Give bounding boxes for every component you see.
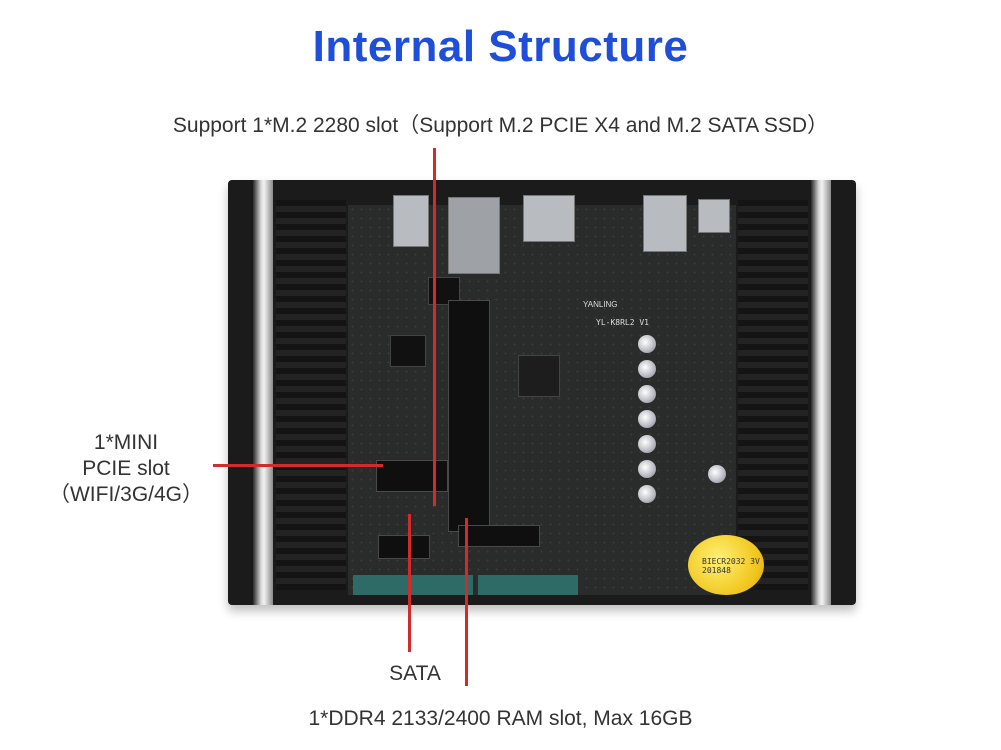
- usb-c-port: [698, 199, 730, 233]
- capacitor: [638, 410, 656, 428]
- capacitor: [638, 435, 656, 453]
- battery-label: BIECR2032 3V 201848: [702, 557, 760, 575]
- mini-pcie-label-line2: PCIE slot: [82, 457, 170, 480]
- board-model: YL-K8RL2 V1: [596, 318, 649, 327]
- mini-pcie-label-line1: 1*MINI: [93, 431, 159, 454]
- right-rail: [811, 180, 831, 605]
- ddr4-callout-line: [465, 518, 468, 686]
- board-brand: YANLING: [583, 300, 618, 309]
- m2-slot: [448, 300, 490, 532]
- motherboard: YANLING YL-K8RL2 V1 BIECR2032 3V 201848: [348, 195, 764, 595]
- serial-connector: [353, 575, 473, 595]
- ram-slot: [458, 525, 540, 547]
- capacitor: [638, 385, 656, 403]
- ethernet-port: [448, 197, 500, 274]
- mini-pcie-slot: [376, 460, 448, 492]
- cpu-area: [518, 355, 560, 397]
- sata-label: SATA: [389, 662, 441, 685]
- capacitor: [638, 335, 656, 353]
- mini-pc-photo: YANLING YL-K8RL2 V1 BIECR2032 3V 201848: [228, 180, 856, 605]
- port-block: [393, 195, 429, 247]
- mini-pcie-label: 1*MINI PCIE slot （WIFI/3G/4G）: [40, 430, 212, 508]
- ddr4-label: 1*DDR4 2133/2400 RAM slot, Max 16GB: [308, 707, 693, 730]
- capacitor: [638, 460, 656, 478]
- usb-port-2: [643, 195, 687, 252]
- serial-connector-2: [478, 575, 578, 595]
- right-heatsink: [738, 200, 808, 590]
- left-rail: [253, 180, 273, 605]
- sata-callout-line: [408, 514, 411, 652]
- capacitor: [638, 485, 656, 503]
- capacitor: [638, 360, 656, 378]
- m2-callout-line: [433, 148, 436, 506]
- usb-port: [523, 195, 575, 242]
- left-heatsink: [276, 200, 346, 590]
- sata-connector: [378, 535, 430, 559]
- mini-pcie-callout-line: [213, 464, 383, 467]
- capacitor: [708, 465, 726, 483]
- cmos-battery: BIECR2032 3V 201848: [688, 535, 764, 595]
- chip: [390, 335, 426, 367]
- m2-slot-label: Support 1*M.2 2280 slot（Support M.2 PCIE…: [172, 114, 829, 137]
- mini-pcie-label-line3: （WIFI/3G/4G）: [48, 483, 203, 506]
- page-title: Internal Structure: [312, 22, 689, 71]
